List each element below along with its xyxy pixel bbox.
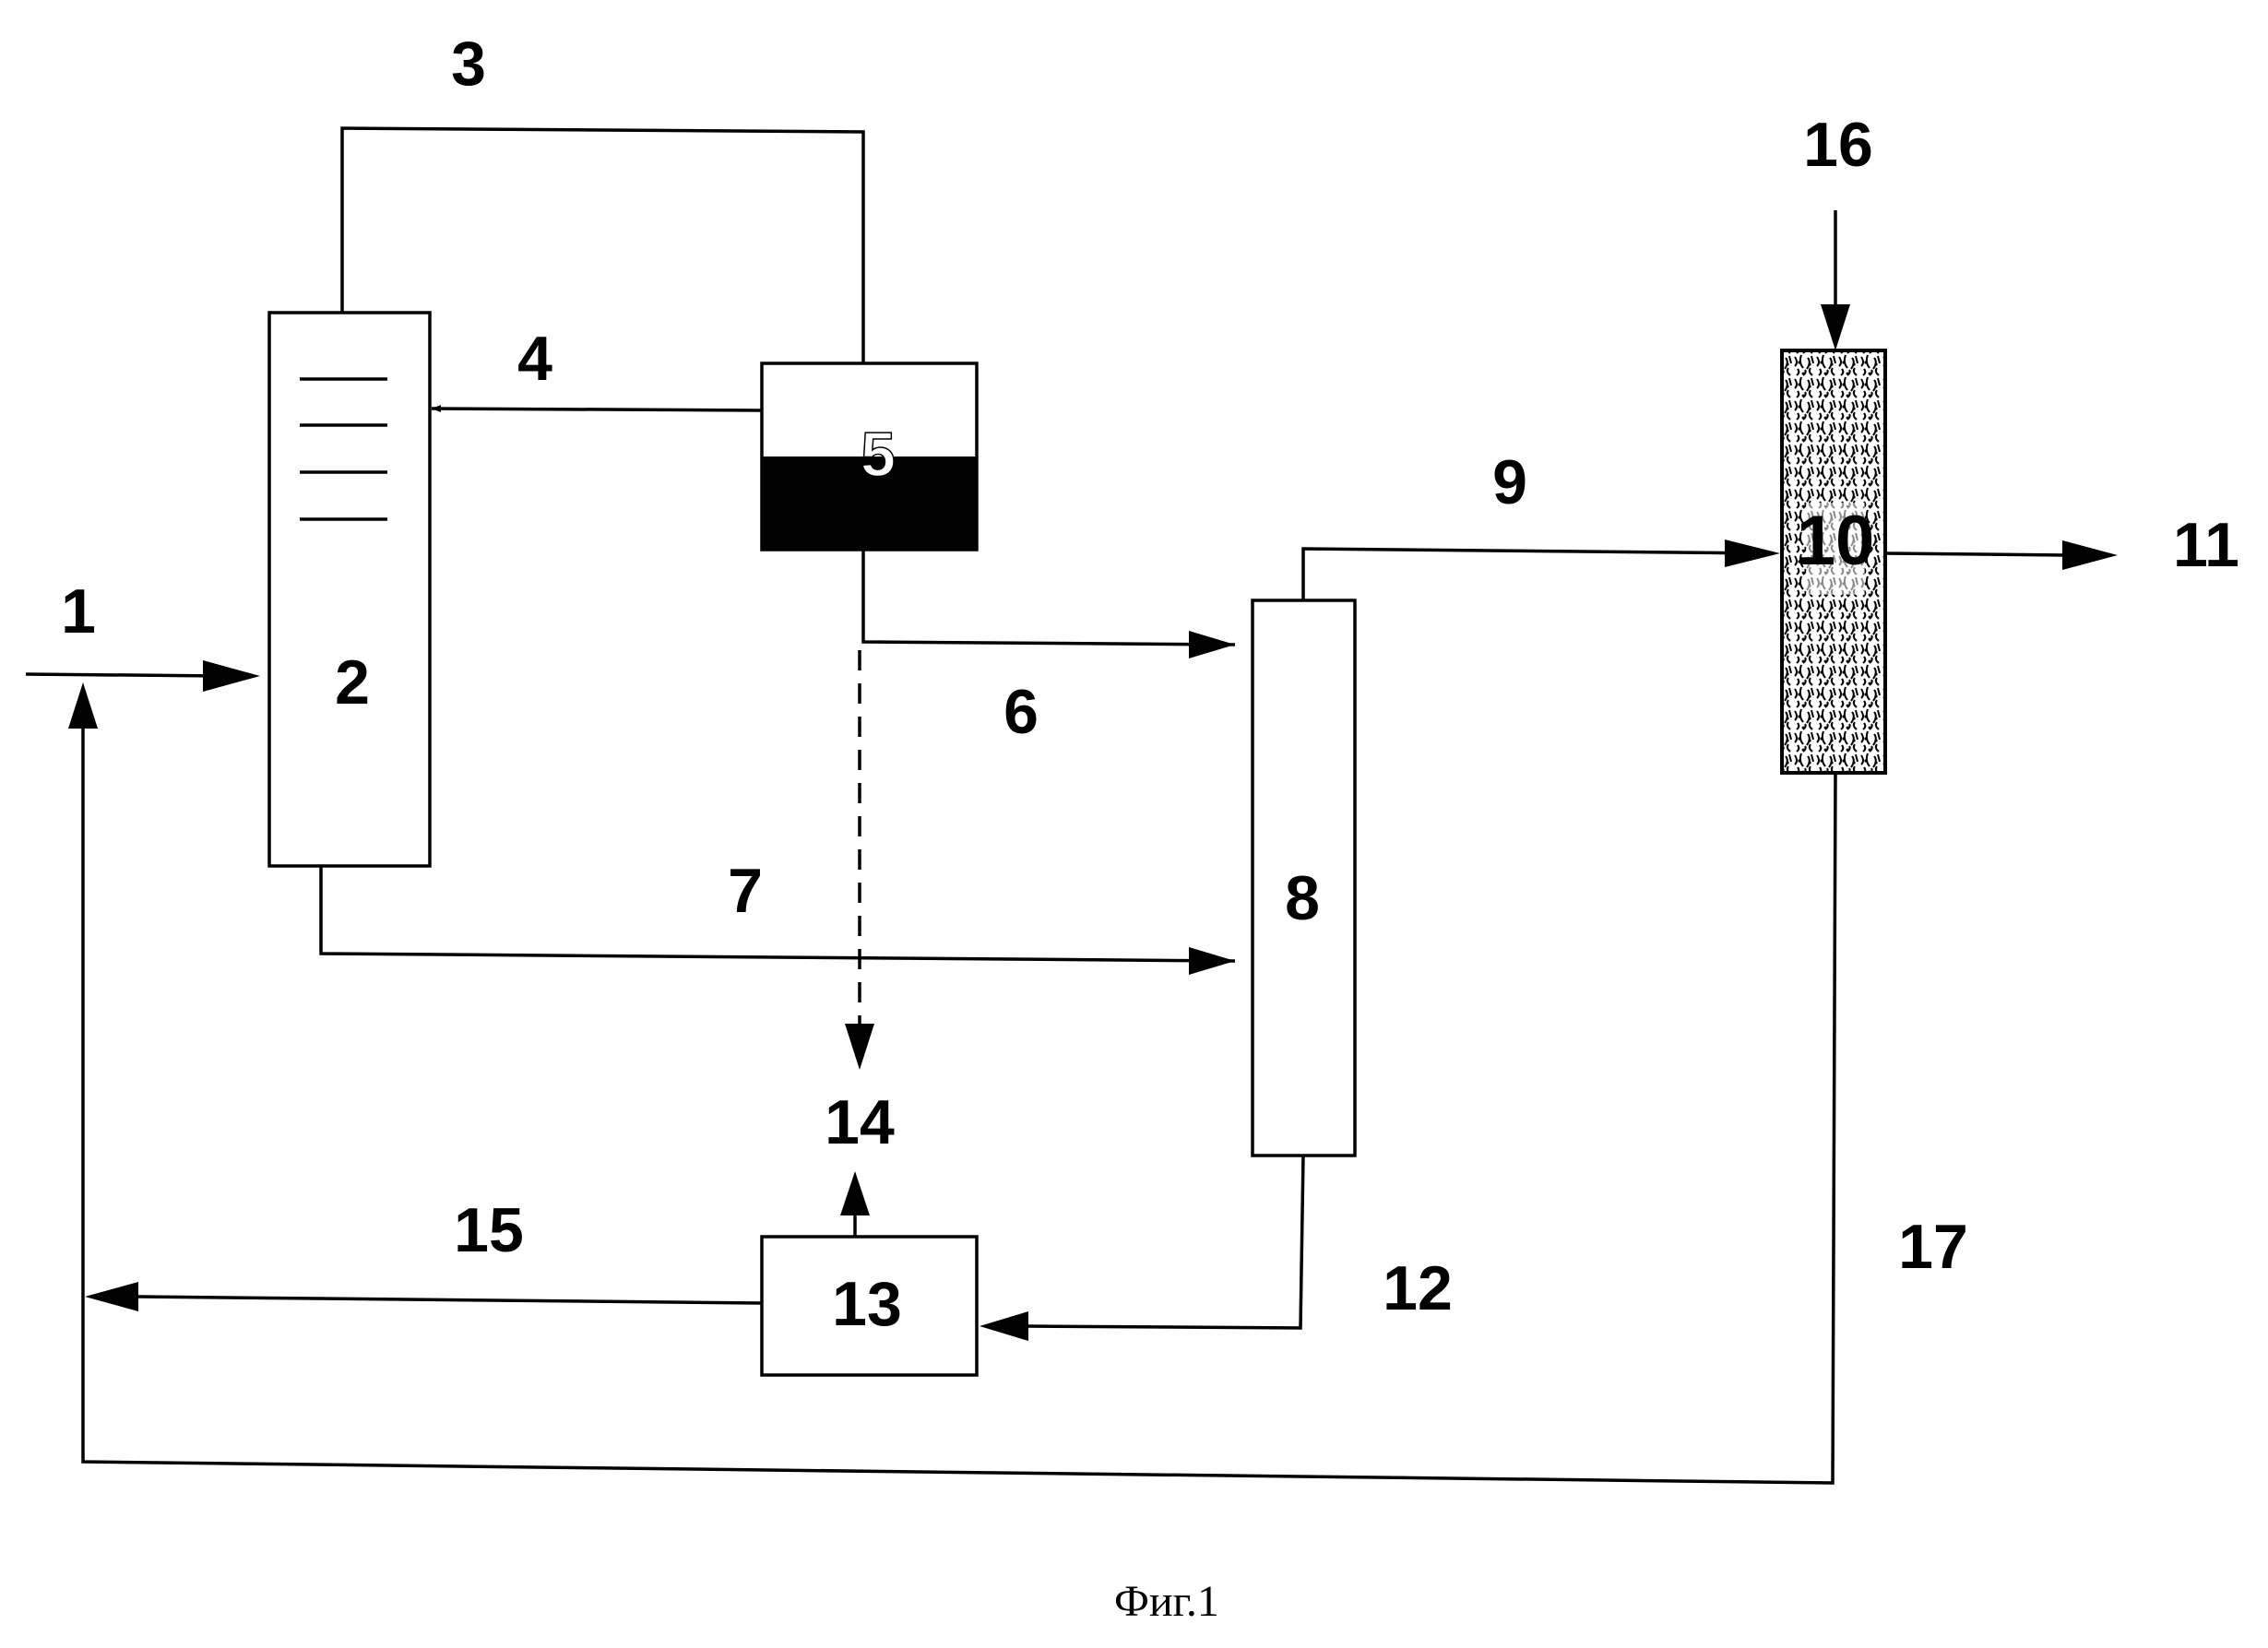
label-unit-8: 8 — [1285, 863, 1320, 933]
stream-11-arrowhead — [2062, 540, 2118, 570]
label-stream-3: 3 — [451, 29, 486, 99]
stream-12-line — [1027, 1155, 1305, 1330]
unit-10-packed-column — [1780, 349, 1887, 775]
stream-17-arrowhead — [68, 682, 98, 729]
unit-13-block — [760, 1235, 979, 1377]
stream-17-line — [81, 729, 1837, 1485]
label-stream-7: 7 — [728, 856, 763, 926]
stream-12-arrowhead — [980, 1311, 1028, 1341]
unit-2-column — [267, 311, 432, 868]
label-stream-9: 9 — [1492, 447, 1527, 517]
unit-5-separator — [760, 362, 979, 551]
label-stream-1: 1 — [61, 576, 96, 646]
label-unit-5: 5 — [861, 420, 896, 490]
stream-4-arrow — [431, 405, 763, 413]
stream-14-arrowhead-down — [845, 1024, 874, 1070]
stream-16-arrowhead — [1821, 304, 1850, 350]
stream-6-arrowhead — [1189, 631, 1235, 658]
stream-14-arrowhead-up — [840, 1171, 870, 1215]
label-stream-16: 16 — [1803, 110, 1873, 180]
liquid-phase — [762, 456, 977, 550]
stream-7-arrowhead — [1189, 947, 1235, 975]
label-stream-14: 14 — [825, 1087, 895, 1157]
label-stream-6: 6 — [1003, 677, 1039, 747]
stream-3-line — [340, 126, 865, 363]
label-unit-13: 13 — [832, 1269, 902, 1339]
stream-15-arrowhead — [85, 1282, 138, 1311]
stream-11-line — [1884, 551, 2067, 557]
label-unit-10: 10 — [1797, 502, 1875, 580]
figure-caption: Фиг.1 — [1114, 1577, 1219, 1626]
label-stream-11: 11 — [2173, 510, 2239, 580]
stream-9-arrowhead — [1725, 539, 1780, 567]
stream-1-line — [25, 672, 222, 678]
stream-6-line — [861, 550, 1236, 646]
label-stream-4: 4 — [517, 324, 552, 394]
label-stream-17: 17 — [1898, 1212, 1968, 1282]
unit-8-column — [1251, 599, 1357, 1157]
label-stream-15: 15 — [454, 1195, 524, 1265]
label-unit-2: 2 — [335, 647, 370, 717]
stream-7-line — [319, 866, 1236, 963]
stream-15-line — [137, 1295, 763, 1305]
label-stream-12: 12 — [1383, 1253, 1453, 1323]
stream-1-arrowhead — [203, 660, 260, 692]
stream-9-line — [1301, 547, 1772, 600]
